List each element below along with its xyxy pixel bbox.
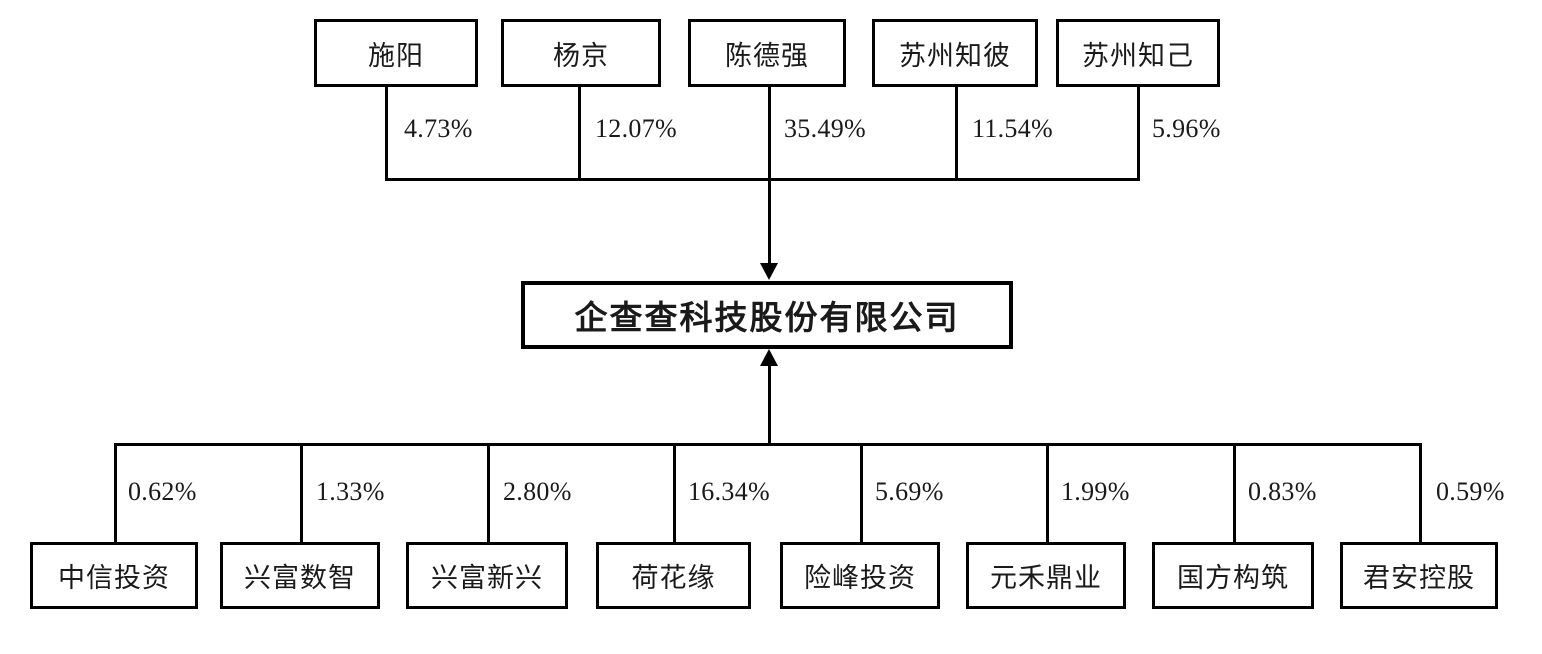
bottom-shareholder-box-3[interactable]: 兴富新兴 — [406, 542, 568, 609]
connector-top-bus — [385, 178, 1140, 181]
top-percent-label-3: 35.49% — [784, 114, 866, 143]
connector-bottom-drop-7 — [1233, 443, 1236, 542]
bottom-percent-label-3: 2.80% — [503, 477, 572, 506]
bottom-percent-label-8: 0.59% — [1436, 477, 1505, 506]
bottom-shareholder-label-2: 兴富数智 — [244, 563, 356, 593]
top-shareholder-label-4: 苏州知彼 — [899, 40, 1011, 71]
top-shareholder-label-2: 杨京 — [553, 40, 609, 71]
bottom-percent-label-6: 1.99% — [1061, 477, 1130, 506]
connector-bottom-drop-1 — [114, 443, 117, 542]
top-shareholder-box-1[interactable]: 施阳 — [314, 19, 478, 87]
top-percent-label-2: 12.07% — [595, 114, 677, 143]
top-shareholder-box-2[interactable]: 杨京 — [501, 19, 661, 87]
bottom-shareholder-box-1[interactable]: 中信投资 — [30, 542, 198, 609]
connector-bus-to-company-up — [768, 366, 771, 445]
connector-bottom-drop-5 — [860, 443, 863, 542]
arrow-up-icon — [760, 349, 778, 366]
bottom-shareholder-box-5[interactable]: 险峰投资 — [780, 542, 940, 609]
top-shareholder-label-1: 施阳 — [368, 40, 424, 71]
bottom-percent-label-4: 16.34% — [688, 477, 770, 506]
connector-bottom-drop-3 — [487, 443, 490, 542]
bottom-shareholder-box-7[interactable]: 国方构筑 — [1152, 542, 1314, 609]
connector-bottom-bus — [114, 443, 1422, 446]
top-shareholder-box-4[interactable]: 苏州知彼 — [872, 19, 1038, 87]
connector-bus-to-company-down — [768, 178, 771, 266]
bottom-shareholder-box-6[interactable]: 元禾鼎业 — [966, 542, 1126, 609]
bottom-percent-label-7: 0.83% — [1248, 477, 1317, 506]
connector-top-drop-1 — [385, 87, 388, 181]
connector-bottom-drop-4 — [673, 443, 676, 542]
top-percent-label-4: 11.54% — [972, 114, 1053, 143]
connector-top-drop-2 — [578, 87, 581, 181]
connector-bottom-drop-8 — [1419, 443, 1422, 542]
company-box[interactable]: 企查查科技股份有限公司 — [521, 281, 1013, 349]
connector-bottom-drop-6 — [1046, 443, 1049, 542]
top-shareholder-box-3[interactable]: 陈德强 — [688, 19, 846, 87]
company-name-label: 企查查科技股份有限公司 — [574, 301, 960, 337]
bottom-shareholder-label-8: 君安控股 — [1363, 563, 1475, 593]
connector-top-drop-5 — [1137, 87, 1140, 181]
bottom-shareholder-box-4[interactable]: 荷花缘 — [596, 542, 751, 609]
bottom-shareholder-label-5: 险峰投资 — [804, 563, 916, 593]
top-shareholder-box-5[interactable]: 苏州知己 — [1056, 19, 1220, 87]
connector-top-drop-4 — [955, 87, 958, 181]
bottom-shareholder-label-6: 元禾鼎业 — [990, 563, 1102, 593]
connector-bottom-drop-2 — [300, 443, 303, 542]
top-percent-label-5: 5.96% — [1152, 114, 1221, 143]
bottom-shareholder-label-7: 国方构筑 — [1177, 563, 1289, 593]
bottom-shareholder-label-1: 中信投资 — [58, 563, 170, 593]
bottom-shareholder-label-3: 兴富新兴 — [431, 563, 543, 593]
bottom-shareholder-label-4: 荷花缘 — [631, 563, 716, 593]
connector-top-drop-3 — [768, 87, 771, 181]
top-percent-label-1: 4.73% — [404, 114, 473, 143]
bottom-percent-label-1: 0.62% — [128, 477, 197, 506]
bottom-percent-label-5: 5.69% — [875, 477, 944, 506]
bottom-shareholder-box-8[interactable]: 君安控股 — [1340, 542, 1498, 609]
arrow-down-icon — [760, 263, 778, 280]
top-shareholder-label-3: 陈德强 — [725, 40, 809, 71]
bottom-shareholder-box-2[interactable]: 兴富数智 — [220, 542, 380, 609]
bottom-percent-label-2: 1.33% — [316, 477, 385, 506]
top-shareholder-label-5: 苏州知己 — [1082, 40, 1194, 71]
